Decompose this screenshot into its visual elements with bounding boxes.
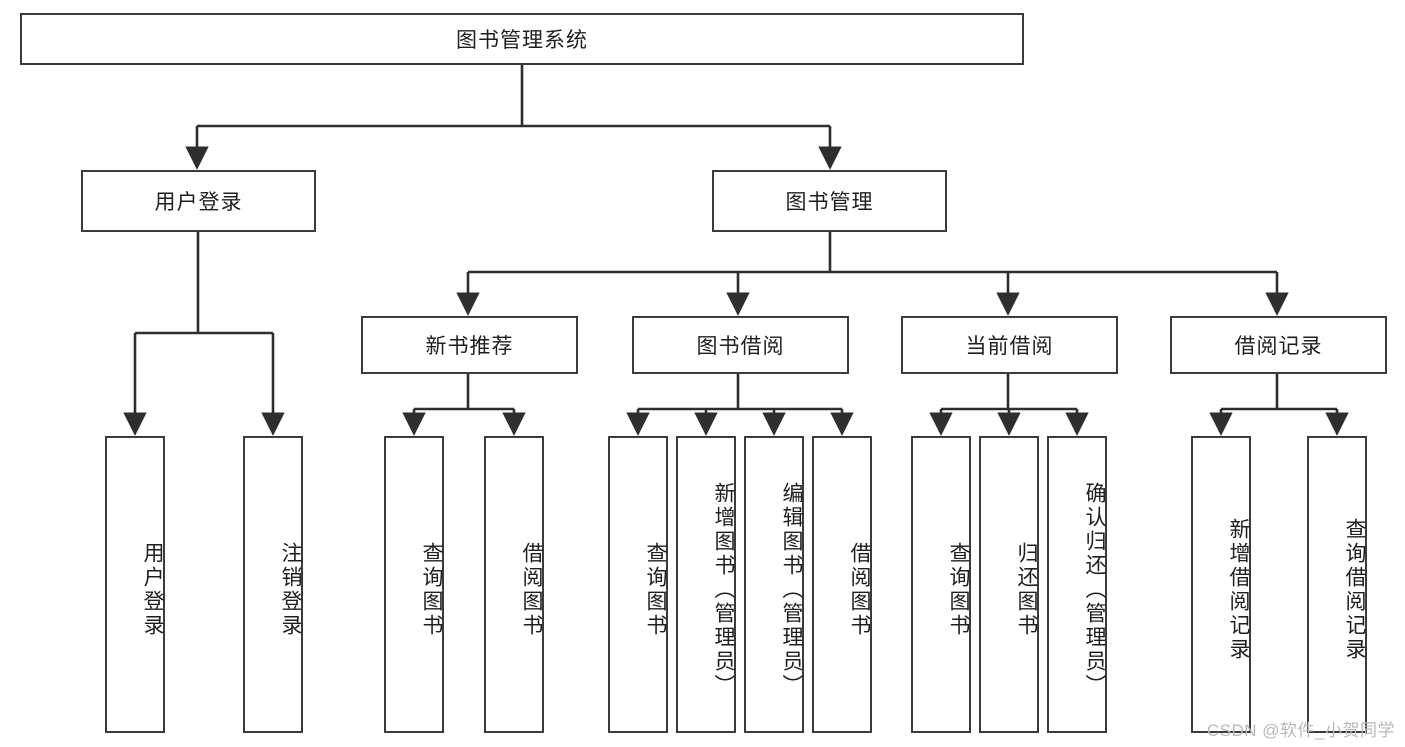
leaf-query-borrow-record-label: 查询借阅记录 [1343, 517, 1366, 662]
leaf-add-borrow-record-label: 新增借阅记录 [1227, 517, 1250, 662]
leaf-query-books-newbook-label: 查询图书 [420, 541, 443, 638]
node-new-book-recommend[interactable]: 新书推荐 [361, 316, 578, 374]
node-current-borrow-label: 当前借阅 [965, 335, 1054, 358]
leaf-query-books-current[interactable]: 查询图书 [911, 436, 971, 733]
leaf-query-books-borrow-label: 查询图书 [644, 541, 667, 638]
leaf-user-login-label: 用户登录 [141, 541, 164, 638]
node-borrow-records-label: 借阅记录 [1234, 335, 1323, 358]
node-user-login-label: 用户登录 [154, 191, 243, 214]
leaf-confirm-return-admin[interactable]: 确认归还（管理员） [1047, 436, 1107, 733]
leaf-add-book-admin[interactable]: 新增图书（管理员） [676, 436, 736, 733]
leaf-return-books[interactable]: 归还图书 [979, 436, 1039, 733]
node-root[interactable]: 图书管理系统 [20, 13, 1024, 65]
leaf-borrow-books-borrow-label: 借阅图书 [848, 541, 871, 638]
node-root-label: 图书管理系统 [456, 29, 588, 52]
leaf-logout-label: 注销登录 [279, 541, 302, 638]
leaf-borrow-books-borrow[interactable]: 借阅图书 [812, 436, 872, 733]
leaf-query-books-current-label: 查询图书 [947, 541, 970, 638]
leaf-borrow-books-newbook-label: 借阅图书 [520, 541, 543, 638]
leaf-confirm-return-admin-label: 确认归还（管理员） [1083, 481, 1106, 698]
leaf-query-books-newbook[interactable]: 查询图书 [384, 436, 444, 733]
node-book-management[interactable]: 图书管理 [712, 170, 947, 232]
node-borrow-records[interactable]: 借阅记录 [1170, 316, 1387, 374]
node-book-borrow-label: 图书借阅 [696, 335, 785, 358]
node-new-book-recommend-label: 新书推荐 [425, 335, 514, 358]
leaf-logout[interactable]: 注销登录 [243, 436, 303, 733]
leaf-add-book-admin-label: 新增图书（管理员） [712, 481, 735, 698]
leaf-user-login[interactable]: 用户登录 [105, 436, 165, 733]
leaf-query-borrow-record[interactable]: 查询借阅记录 [1307, 436, 1367, 733]
leaf-borrow-books-newbook[interactable]: 借阅图书 [484, 436, 544, 733]
node-book-management-label: 图书管理 [785, 191, 874, 214]
leaf-edit-book-admin-label: 编辑图书（管理员） [780, 481, 803, 698]
node-book-borrow[interactable]: 图书借阅 [632, 316, 849, 374]
node-user-login[interactable]: 用户登录 [81, 170, 316, 232]
leaf-add-borrow-record[interactable]: 新增借阅记录 [1191, 436, 1251, 733]
leaf-edit-book-admin[interactable]: 编辑图书（管理员） [744, 436, 804, 733]
leaf-query-books-borrow[interactable]: 查询图书 [608, 436, 668, 733]
node-current-borrow[interactable]: 当前借阅 [901, 316, 1118, 374]
leaf-return-books-label: 归还图书 [1015, 541, 1038, 638]
